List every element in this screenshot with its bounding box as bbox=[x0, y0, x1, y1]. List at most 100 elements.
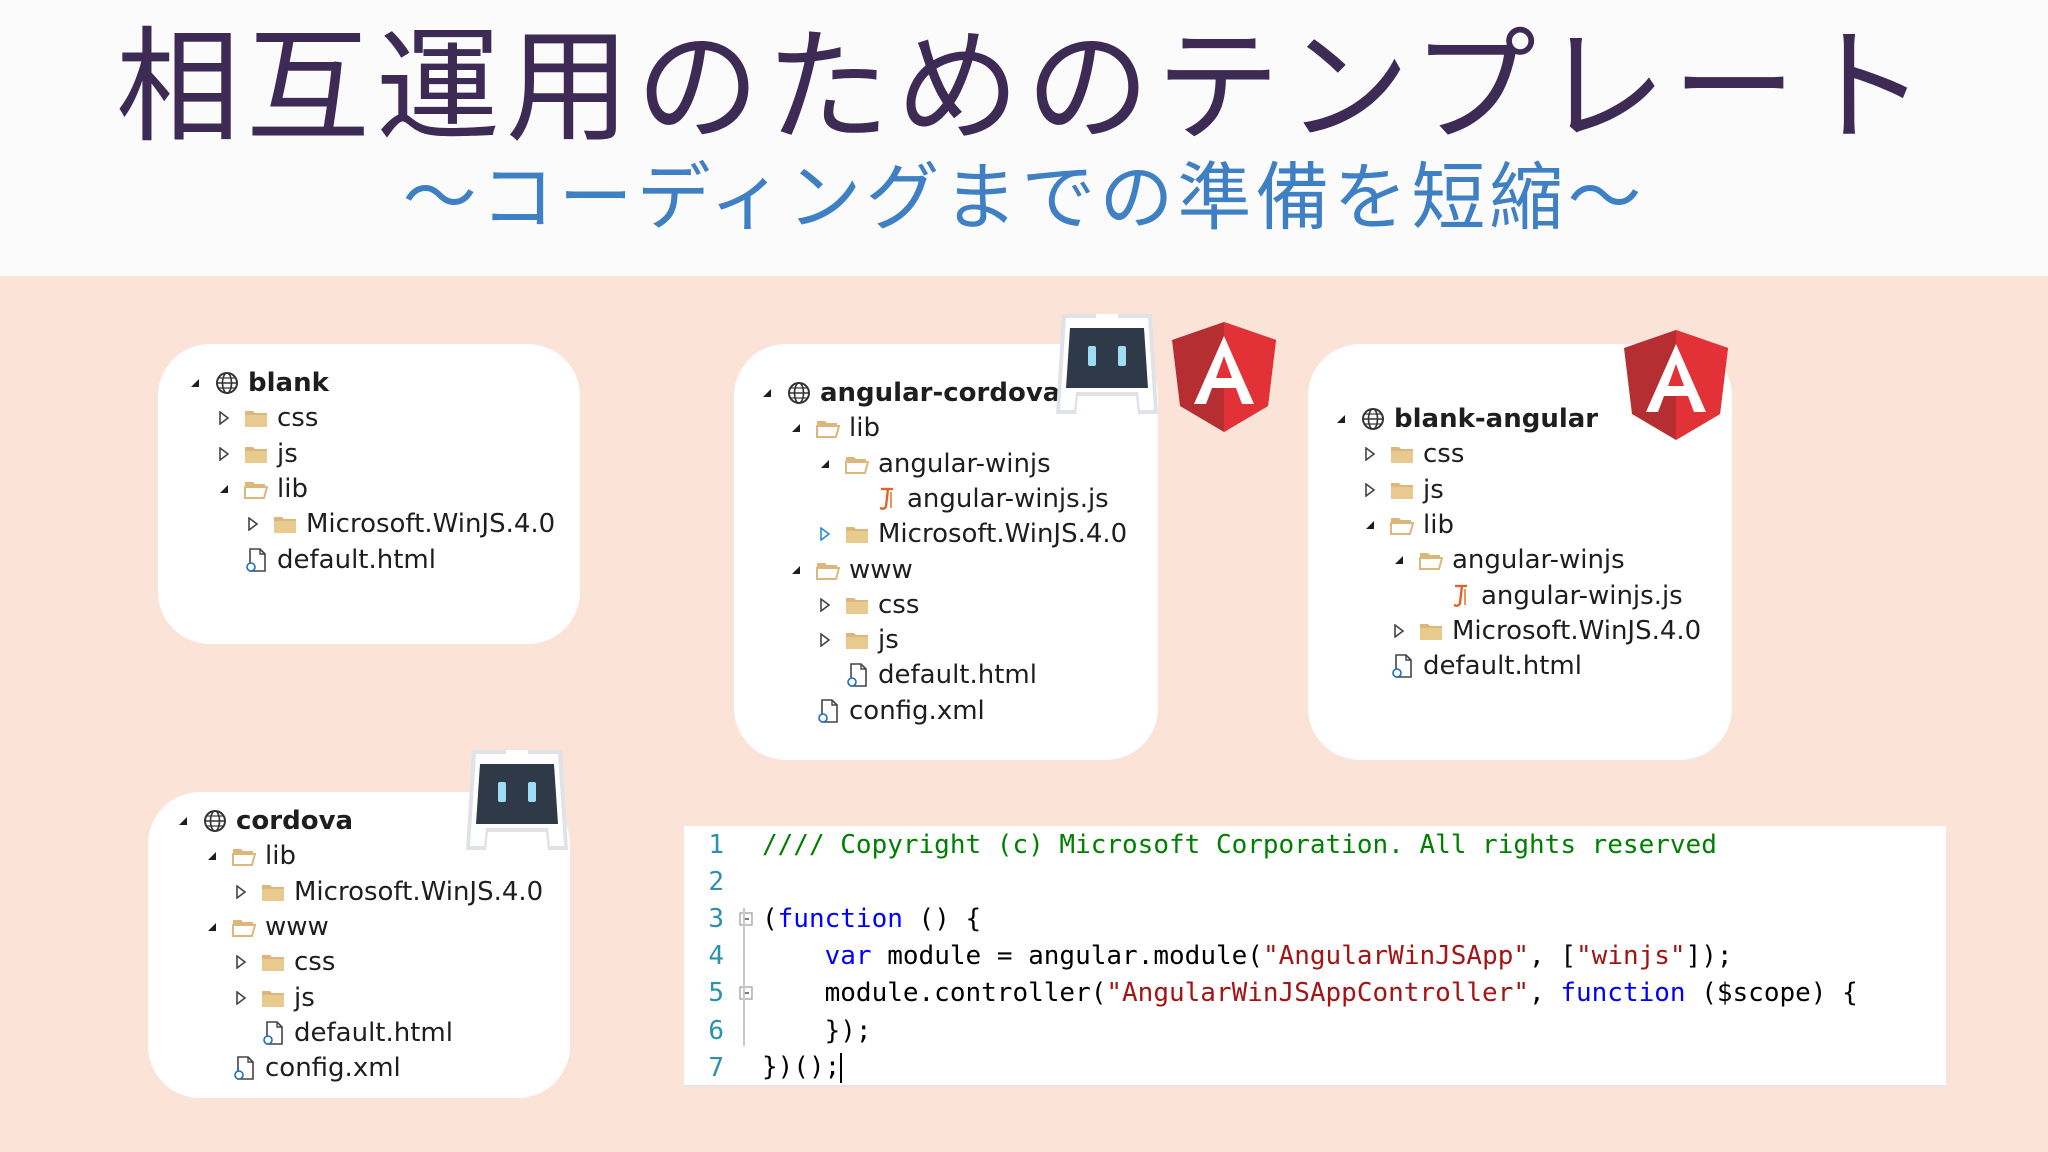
code-token: function bbox=[777, 903, 903, 934]
expand-arrow-icon[interactable] bbox=[1330, 402, 1352, 436]
tree-item[interactable]: default.html bbox=[1359, 649, 1582, 683]
code-token: //// Copyright (c) Microsoft Corporation… bbox=[762, 829, 1717, 860]
collapse-arrow-icon[interactable] bbox=[213, 437, 235, 471]
tree-item-label: cordova bbox=[236, 806, 354, 836]
folder-open-icon bbox=[815, 557, 841, 583]
tree-item[interactable]: Microsoft.WinJS.4.0 bbox=[1388, 614, 1701, 648]
collapse-arrow-icon[interactable] bbox=[814, 517, 836, 551]
tree-item[interactable]: www bbox=[785, 553, 913, 587]
tree-item[interactable]: js bbox=[213, 437, 298, 471]
line-number: 1 bbox=[708, 829, 724, 860]
tree-item[interactable]: angular-winjs.js bbox=[843, 482, 1109, 516]
project-node-blank-angular[interactable]: blank-angular bbox=[1330, 402, 1598, 436]
expand-arrow-icon[interactable] bbox=[814, 447, 836, 481]
collapse-arrow-icon[interactable] bbox=[230, 875, 252, 909]
tree-item-label: js bbox=[1423, 474, 1444, 505]
tree-item[interactable]: css bbox=[814, 588, 919, 622]
tree-item[interactable]: config.xml bbox=[785, 694, 985, 728]
arrow-spacer bbox=[230, 1016, 252, 1050]
js-file-icon bbox=[1447, 583, 1473, 609]
code-token: "AngularWinJSApp" bbox=[1262, 941, 1530, 972]
code-text: //// Copyright (c) Microsoft Corporation… bbox=[756, 830, 1717, 860]
tree-item[interactable]: Microsoft.WinJS.4.0 bbox=[230, 875, 543, 909]
tree-item[interactable]: lib bbox=[785, 411, 880, 445]
expand-arrow-icon[interactable] bbox=[1388, 543, 1410, 577]
tree-item[interactable]: js bbox=[1359, 473, 1444, 507]
folder-icon bbox=[1418, 618, 1444, 644]
expand-arrow-icon[interactable] bbox=[172, 804, 194, 838]
project-node-angular-cordova[interactable]: angular-cordova bbox=[756, 376, 1060, 410]
collapse-arrow-icon[interactable] bbox=[1388, 614, 1410, 648]
folder-icon bbox=[844, 521, 870, 547]
project-node-cordova[interactable]: cordova bbox=[172, 804, 353, 838]
arrow-spacer bbox=[1359, 649, 1381, 683]
fold-toggle-icon[interactable] bbox=[736, 900, 756, 937]
tree-item[interactable]: default.html bbox=[213, 543, 436, 577]
expand-arrow-icon[interactable] bbox=[756, 376, 778, 410]
tree-item-label: js bbox=[878, 625, 899, 656]
tree-item[interactable]: js bbox=[230, 981, 315, 1015]
code-line[interactable]: 3(function () { bbox=[684, 900, 1946, 937]
tree-item[interactable]: lib bbox=[213, 472, 308, 506]
line-number: 7 bbox=[708, 1052, 724, 1083]
collapse-arrow-icon[interactable] bbox=[230, 981, 252, 1015]
folder-icon bbox=[844, 592, 870, 618]
tree-item-label: default.html bbox=[277, 544, 436, 575]
code-line[interactable]: 5 module.controller("AngularWinJSAppCont… bbox=[684, 975, 1946, 1012]
collapse-arrow-icon[interactable] bbox=[1359, 473, 1381, 507]
project-node-blank[interactable]: blank bbox=[184, 366, 329, 400]
code-token: ($scope) { bbox=[1685, 978, 1858, 1009]
tree-item-label: blank-angular bbox=[1394, 404, 1599, 434]
code-line[interactable]: 7})(); bbox=[684, 1049, 1946, 1086]
code-line[interactable]: 6 }); bbox=[684, 1012, 1946, 1049]
folder-open-icon bbox=[815, 415, 841, 441]
tree-item[interactable]: Microsoft.WinJS.4.0 bbox=[242, 507, 555, 541]
tree-item-label: js bbox=[277, 438, 298, 469]
fold-spacer bbox=[736, 1012, 756, 1049]
arrow-spacer bbox=[213, 543, 235, 577]
expand-arrow-icon[interactable] bbox=[201, 910, 223, 944]
code-line[interactable]: 2 bbox=[684, 863, 1946, 900]
tree-item-label: lib bbox=[849, 413, 880, 444]
collapse-arrow-icon[interactable] bbox=[1359, 437, 1381, 471]
panel-blank bbox=[158, 344, 580, 644]
code-editor[interactable]: 1 //// Copyright (c) Microsoft Corporatio… bbox=[684, 826, 1946, 1087]
tree-item[interactable]: css bbox=[213, 401, 318, 435]
tree-item[interactable]: angular-winjs.js bbox=[1417, 579, 1683, 613]
collapse-arrow-icon[interactable] bbox=[814, 588, 836, 622]
tree-item[interactable]: www bbox=[201, 910, 329, 944]
globe-icon bbox=[1360, 406, 1386, 432]
tree-item[interactable]: css bbox=[1359, 437, 1464, 471]
arrow-spacer bbox=[843, 482, 865, 516]
fold-toggle-icon[interactable] bbox=[736, 975, 756, 1012]
tree-item[interactable]: Microsoft.WinJS.4.0 bbox=[814, 517, 1127, 551]
tree-item[interactable]: default.html bbox=[230, 1016, 453, 1050]
expand-arrow-icon[interactable] bbox=[184, 366, 206, 400]
tree-item[interactable]: css bbox=[230, 945, 335, 979]
code-line[interactable]: 4 var module = angular.module("AngularWi… bbox=[684, 938, 1946, 975]
slide-title: 相互運用のためのテンプレート bbox=[115, 16, 1933, 160]
expand-arrow-icon[interactable] bbox=[1359, 508, 1381, 542]
collapse-arrow-icon[interactable] bbox=[213, 401, 235, 435]
tree-item[interactable]: lib bbox=[201, 839, 296, 873]
tree-item[interactable]: js bbox=[814, 623, 899, 657]
html-file-icon bbox=[1389, 653, 1415, 679]
expand-arrow-icon[interactable] bbox=[785, 553, 807, 587]
tree-item[interactable]: angular-winjs bbox=[814, 447, 1051, 481]
expand-arrow-icon[interactable] bbox=[785, 411, 807, 445]
tree-item[interactable]: lib bbox=[1359, 508, 1454, 542]
tree-item[interactable]: default.html bbox=[814, 658, 1037, 692]
tree-item[interactable]: config.xml bbox=[201, 1051, 401, 1085]
code-text: var module = angular.module("AngularWinJ… bbox=[756, 941, 1733, 971]
code-token: function bbox=[1560, 978, 1686, 1009]
tree-item[interactable]: angular-winjs bbox=[1388, 543, 1625, 577]
expand-arrow-icon[interactable] bbox=[213, 472, 235, 506]
collapse-arrow-icon[interactable] bbox=[242, 507, 264, 541]
tree-item-label: angular-cordova bbox=[820, 378, 1061, 408]
expand-arrow-icon[interactable] bbox=[201, 839, 223, 873]
folder-open-icon bbox=[231, 843, 257, 869]
collapse-arrow-icon[interactable] bbox=[230, 945, 252, 979]
folder-icon bbox=[243, 405, 269, 431]
code-line[interactable]: 1 //// Copyright (c) Microsoft Corporatio… bbox=[684, 826, 1946, 863]
collapse-arrow-icon[interactable] bbox=[814, 623, 836, 657]
